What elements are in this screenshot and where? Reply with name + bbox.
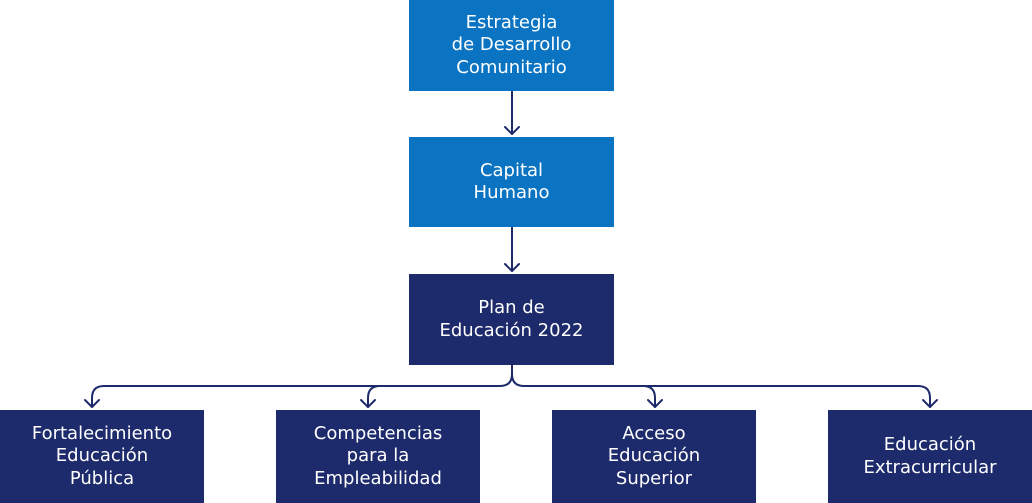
child-box-competencias: Competencias para la Empleabilidad [276,410,480,503]
branch-to-child-4 [642,385,931,408]
capital-box: Capital Humano [409,137,614,227]
strategy-box: Estrategia de Desarrollo Comunitario [409,0,614,91]
branch-to-child-3 [511,373,656,408]
child-box-extracurricular: Educación Extracurricular [828,410,1032,503]
branch-to-child-1 [91,364,513,408]
branch-to-child-2 [367,385,501,408]
child-box-acceso: Acceso Educación Superior [552,410,756,503]
child-box-fortalecimiento: Fortalecimiento Educación Pública [0,410,204,503]
plan-box: Plan de Educación 2022 [409,274,614,365]
